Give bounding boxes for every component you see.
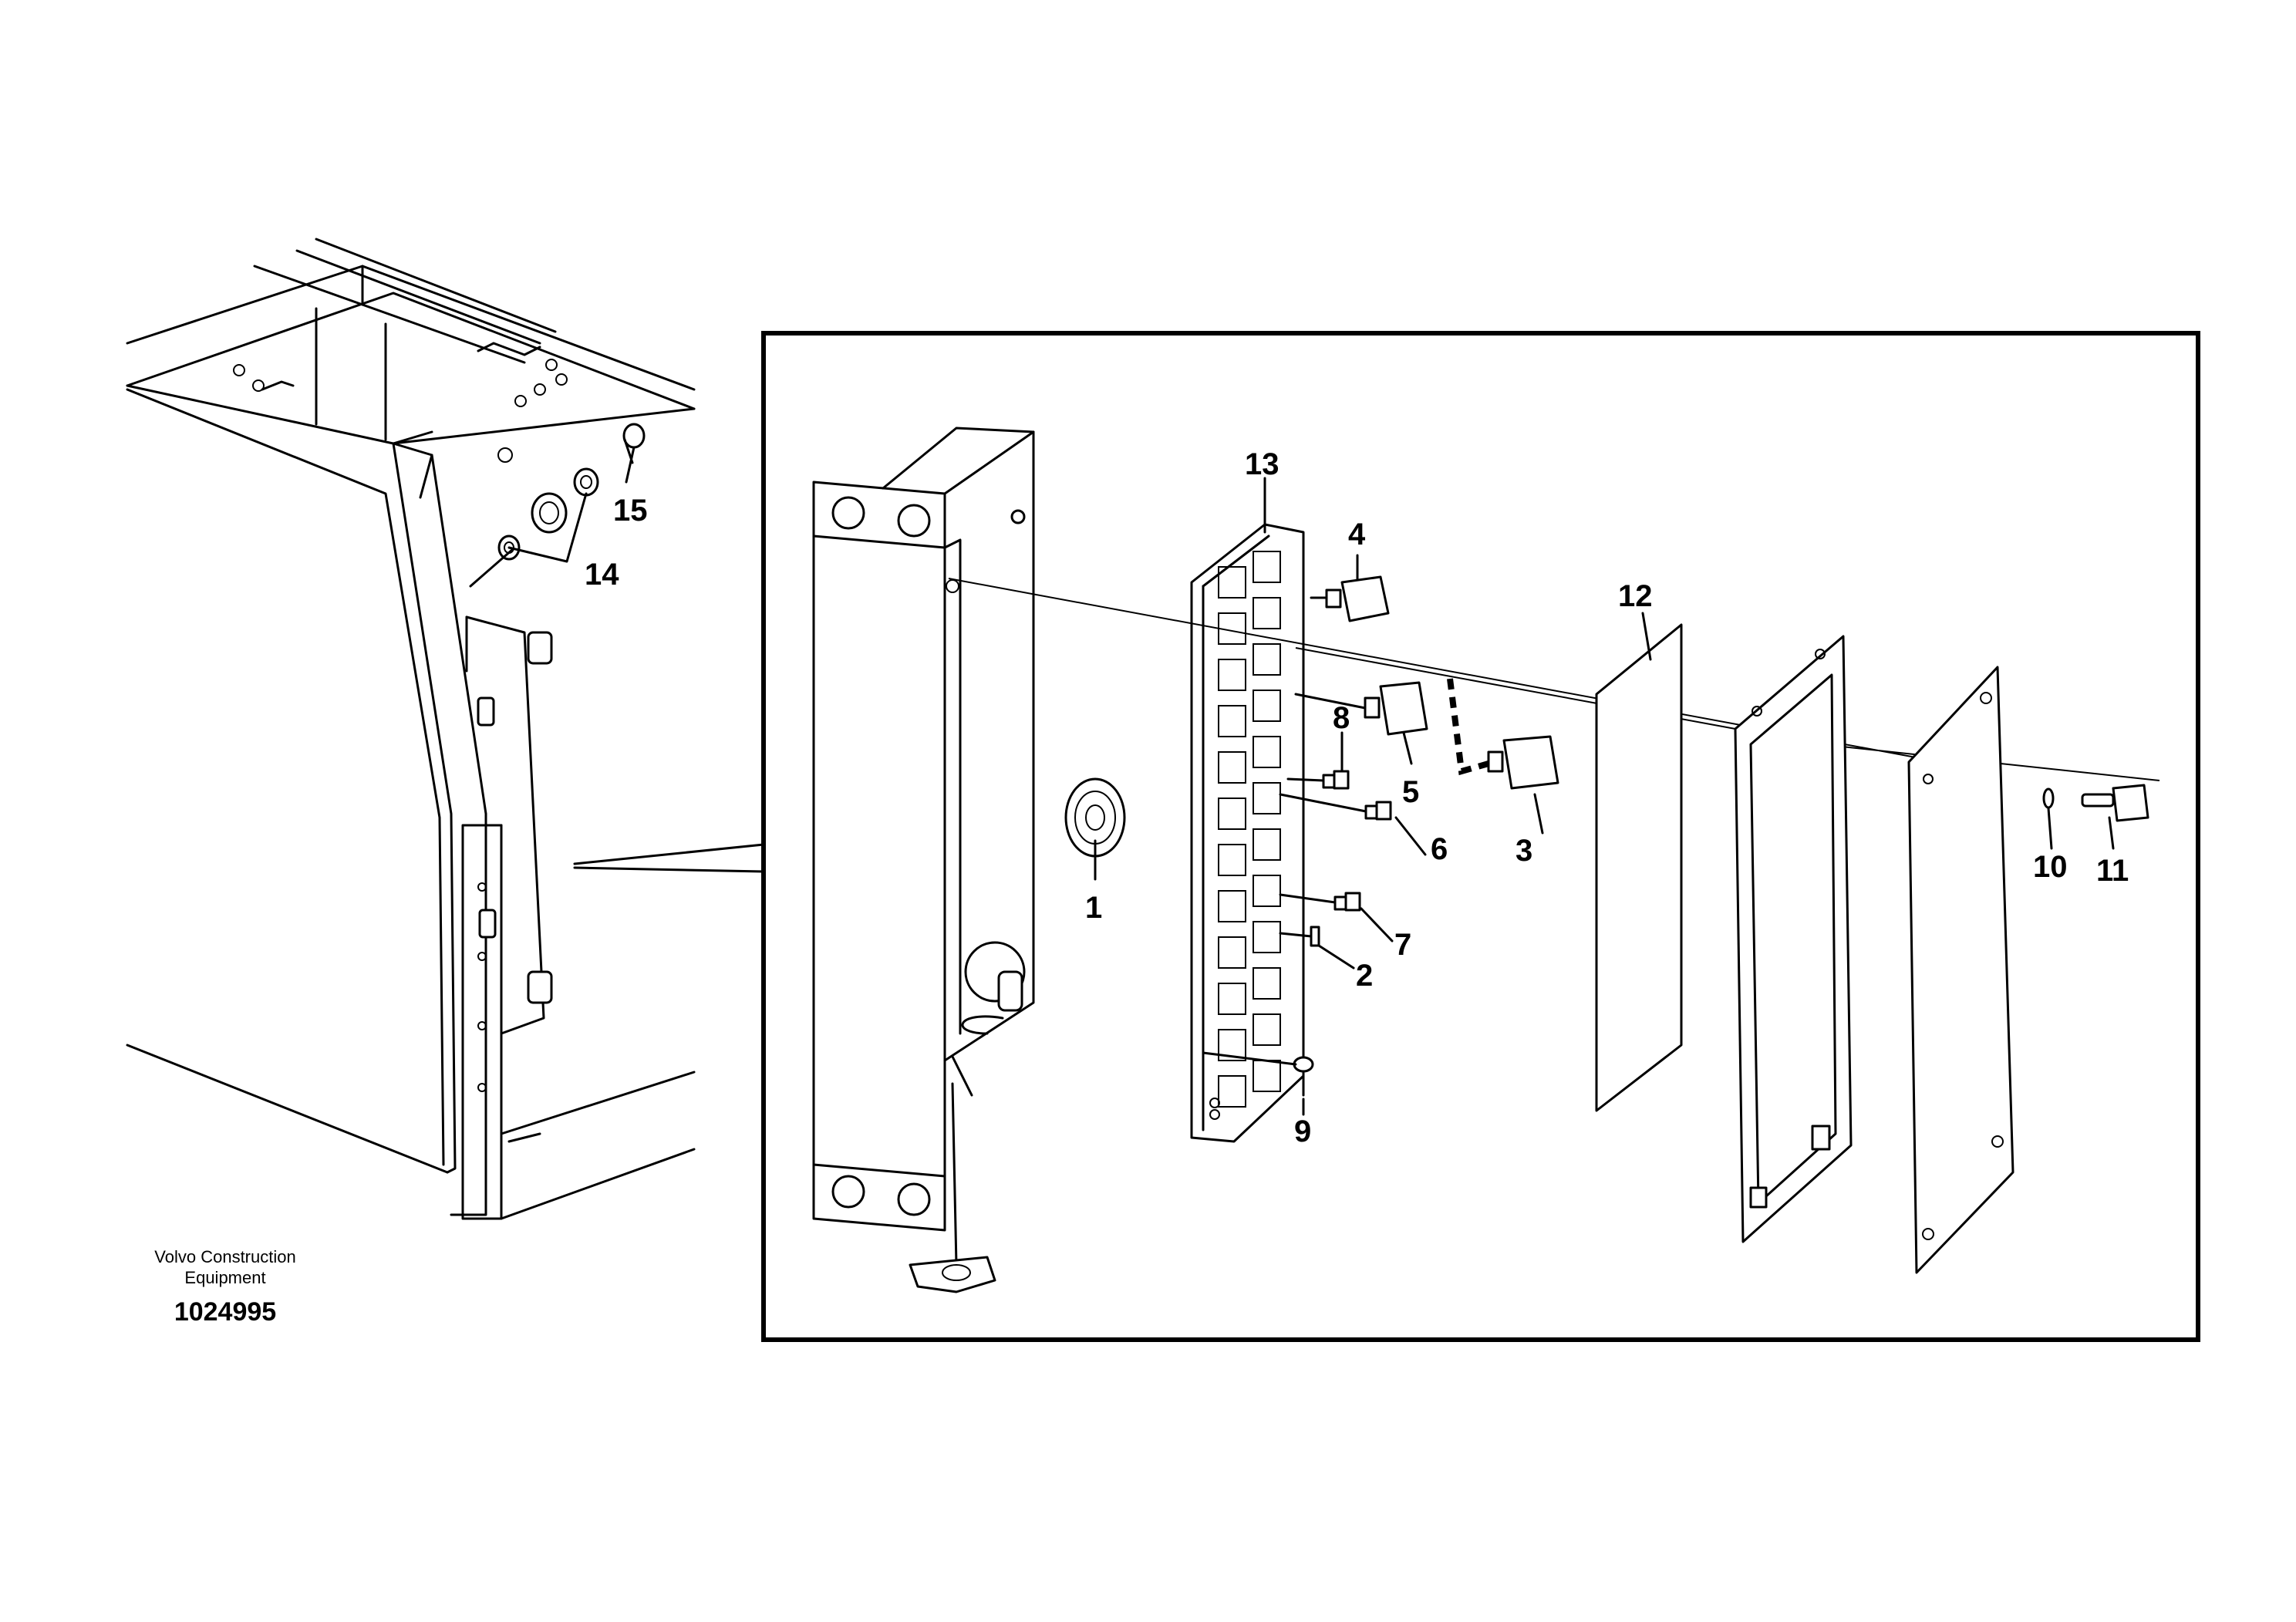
- callout-15: 15: [613, 494, 648, 528]
- callout-10: 10: [2033, 850, 2068, 884]
- fuse-relay-panel: [1190, 523, 1305, 1143]
- cab-overview: [126, 238, 696, 1220]
- callout-9: 9: [1294, 1114, 1311, 1148]
- callout-12: 12: [1618, 579, 1653, 613]
- callout-1: 1: [1085, 891, 1102, 925]
- callout-6: 6: [1431, 832, 1448, 866]
- drawing-number: 1024995: [174, 1297, 276, 1327]
- detail-pointer: [573, 843, 765, 873]
- leader-lines: [1094, 477, 2115, 1116]
- callout-5: 5: [1402, 775, 1419, 809]
- caption-company-line2: Equipment: [184, 1268, 265, 1287]
- detail-frame: [761, 331, 2200, 1342]
- callout-13: 13: [1245, 447, 1279, 481]
- fuse-box-housing: [812, 427, 1126, 1293]
- callout-2: 2: [1356, 959, 1373, 993]
- callout-labels: 1 2 3 4 5 6 7 8 9 10 11 12 13 14 15: [585, 447, 2129, 1148]
- cover-assembly: [1595, 623, 2149, 1274]
- caption-company-line1: Volvo Construction: [154, 1247, 295, 1266]
- callout-3: 3: [1515, 834, 1532, 868]
- callout-4: 4: [1348, 518, 1366, 551]
- drawing-caption: Volvo Construction Equipment 1024995: [154, 1247, 295, 1327]
- callout-14: 14: [585, 558, 619, 592]
- callout-11: 11: [2096, 854, 2129, 888]
- callout-8: 8: [1333, 701, 1350, 735]
- callout-7: 7: [1394, 928, 1411, 962]
